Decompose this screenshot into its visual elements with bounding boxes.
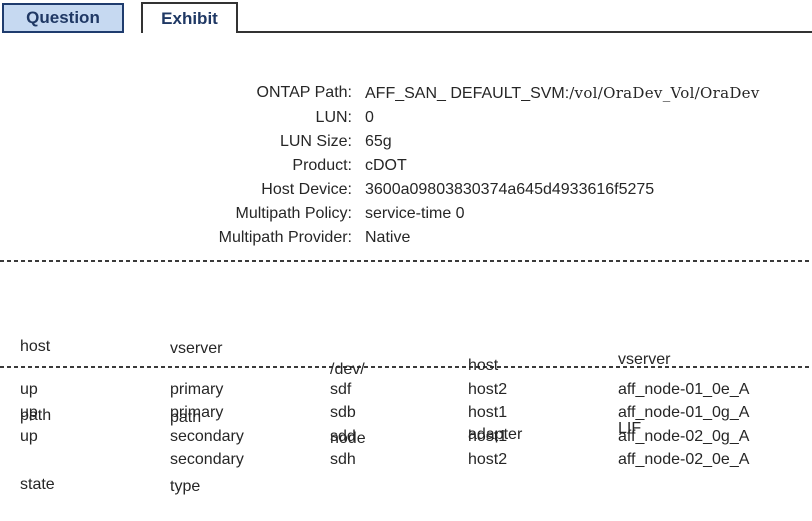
table-row: up primary sdb host1 aff_node-01_0g_A [0,402,812,426]
property-value: 3600a09803830374a645d4933616f5275 [365,181,655,198]
property-row-multipath-provider: Multipath Provider: Native [0,226,812,250]
cell-host-adapter: host2 [468,451,508,469]
property-row-lun-size: LUN Size: 65g [0,130,812,154]
property-label: LUN Size: [279,133,352,150]
header-line: vserver [170,340,223,357]
header-line: path [170,409,202,426]
property-row-host-device: Host Device: 3600a09803830374a645d493361… [0,178,812,202]
header-line: vserver [618,351,671,368]
header-col-host-adapter: host adapter [468,308,522,469]
table-row: up secondary sdd host1 aff_node-02_0g_A [0,425,812,449]
cell-vserver-lif: aff_node-02_0e_A [618,451,750,469]
cell-host-adapter: host1 [468,404,508,422]
dashed-divider-bottom [0,366,812,368]
table-row: up primary sdf host2 aff_node-01_0e_A [0,378,812,402]
header-line: host [468,357,499,374]
header-line: LIF [618,420,642,437]
tab-exhibit[interactable]: Exhibit [141,2,238,33]
cell-dev-node: sdb [330,404,356,422]
property-value: 0 [365,109,374,126]
cell-host-path-state: up [20,427,38,445]
cell-dev-node: sdd [330,427,356,445]
property-label: LUN: [315,109,352,126]
header-line: state [20,476,55,493]
cell-vserver-lif: aff_node-02_0g_A [618,427,750,445]
dashed-divider-top [0,260,812,262]
property-label: Host Device: [261,181,352,198]
tabs-underline [236,31,812,33]
table-row: secondary sdh host2 aff_node-02_0e_A [0,449,812,473]
property-label: Multipath Provider: [218,229,352,246]
header-line: type [170,478,201,495]
cell-vserver-path-type: secondary [170,427,244,445]
property-row-product: Product: cDOT [0,154,812,178]
property-row-ontap-path: ONTAP Path: AFF_SAN_ DEFAULT_SVM:/vol/Or… [0,81,812,106]
tab-exhibit-label: Exhibit [161,8,218,28]
path-table-rows: up primary sdf host2 aff_node-01_0e_A up… [0,378,812,472]
property-value: service-time 0 [365,205,465,222]
header-col-vserver-lif: vserver LIF [618,302,670,463]
property-value: Native [365,229,411,246]
header-line: node [330,430,366,447]
header-col-dev-node: /dev/ node [330,312,366,473]
cell-vserver-lif: aff_node-01_0e_A [618,380,750,398]
property-value: cDOT [365,157,407,174]
tab-question-label: Question [26,8,100,27]
cell-vserver-lif: aff_node-01_0g_A [618,404,750,422]
property-row-lun: LUN: 0 [0,106,812,130]
property-label: Multipath Policy: [235,205,353,222]
ontap-path-value: AFF_SAN_ DEFAULT_SVM:/vol/OraDev_Vol/Ora… [365,81,760,106]
cell-dev-node: sdf [330,380,352,398]
header-line: /dev/ [330,361,365,378]
property-row-multipath-policy: Multipath Policy: service-time 0 [0,202,812,226]
cell-host-path-state: up [20,404,38,422]
header-line: path [20,407,52,424]
cell-vserver-path-type: primary [170,380,224,398]
property-value: 65g [365,133,392,150]
lun-properties-panel: ONTAP Path: AFF_SAN_ DEFAULT_SVM:/vol/Or… [0,81,812,250]
property-label: ONTAP Path: [256,84,352,101]
header-line: host [20,338,51,355]
cell-vserver-path-type: secondary [170,451,244,469]
tab-question[interactable]: Question [2,3,124,33]
cell-vserver-path-type: primary [170,404,224,422]
cell-host-adapter: host1 [468,427,508,445]
header-line: adapter [468,426,523,443]
ontap-path-volume-path: /vol/OraDev_Vol/OraDev [569,84,760,102]
ontap-path-svm-prefix: AFF_SAN_ DEFAULT_SVM: [365,85,570,102]
cell-dev-node: sdh [330,451,356,469]
cell-host-adapter: host2 [468,380,508,398]
property-label: Product: [292,157,352,174]
cell-host-path-state: up [20,380,38,398]
